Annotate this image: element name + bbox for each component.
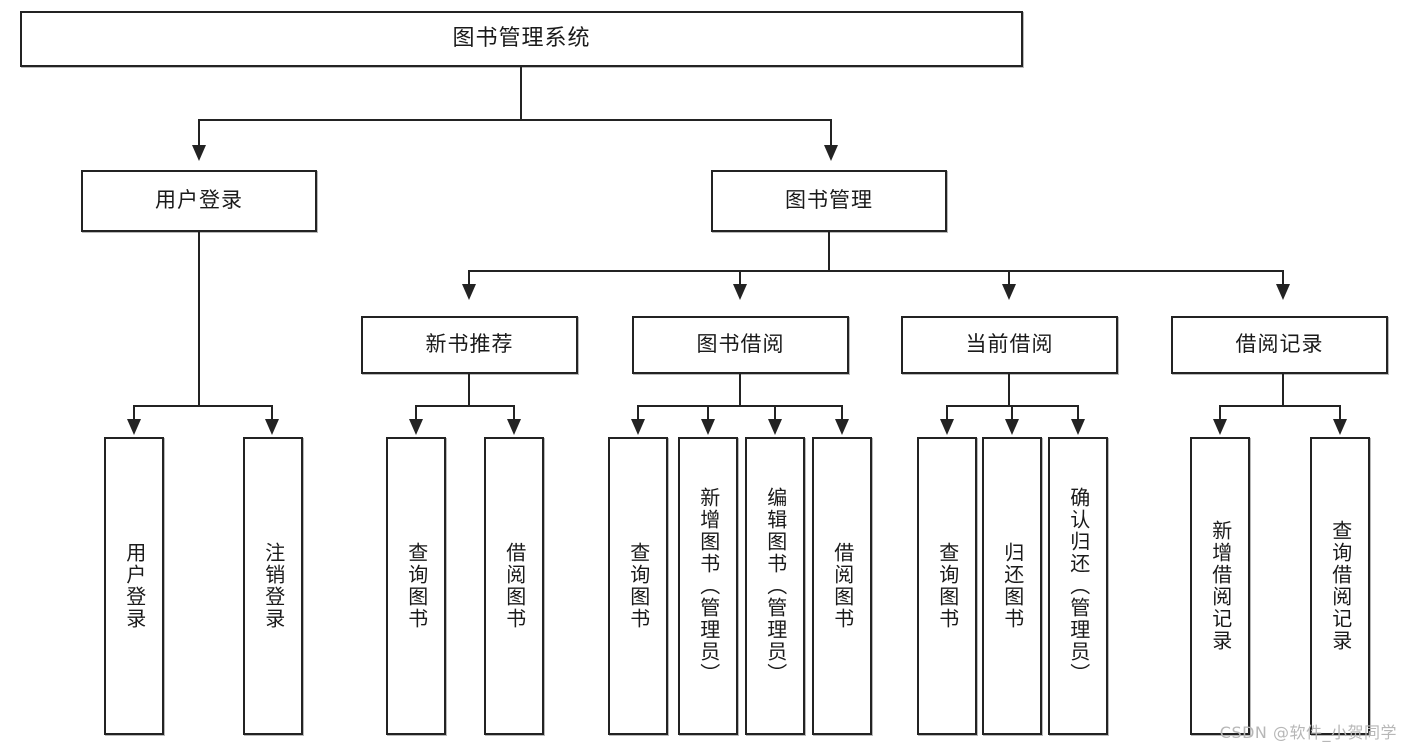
connector-book-management-bus	[468, 270, 1284, 272]
node-borrow-records[interactable]: 借阅记录	[1171, 316, 1388, 374]
arrow-to-book-borrow	[733, 284, 747, 300]
leaf-bb-edit-book-admin[interactable]: 编辑图书（管理员）	[745, 437, 805, 735]
connector-bm-drop-records	[1282, 270, 1284, 286]
arrow-to-cb-confirm-return	[1071, 419, 1085, 435]
connector-br-stem	[1282, 374, 1284, 406]
connector-root-stem	[520, 67, 522, 119]
leaf-br-add-record[interactable]: 新增借阅记录	[1190, 437, 1250, 735]
node-label: 注销登录	[261, 542, 286, 630]
leaf-nbr-borrow-book[interactable]: 借阅图书	[484, 437, 544, 735]
connector-nbr-stem	[468, 374, 470, 406]
connector-bb-drop-3	[774, 405, 776, 421]
node-new-book-recommend[interactable]: 新书推荐	[361, 316, 578, 374]
arrow-to-bb-query-book	[631, 419, 645, 435]
connector-cb-drop-2	[1011, 405, 1013, 421]
node-label: 查询图书	[626, 542, 651, 630]
arrow-to-br-query-record	[1333, 419, 1347, 435]
connector-nbr-bus	[415, 405, 514, 407]
node-label: 新书推荐	[425, 332, 514, 357]
node-label: 借阅图书	[830, 542, 855, 630]
node-label: 查询借阅记录	[1328, 520, 1353, 652]
arrow-to-leaf-user-login	[127, 419, 141, 435]
connector-bb-drop-4	[841, 405, 843, 421]
node-label: 归还图书	[1000, 542, 1025, 630]
connector-book-management-stem	[828, 232, 830, 271]
leaf-cb-confirm-return-admin[interactable]: 确认归还（管理员）	[1048, 437, 1108, 735]
connector-cb-stem	[1008, 374, 1010, 406]
arrow-to-bb-edit-book	[768, 419, 782, 435]
node-label: 新增借阅记录	[1208, 520, 1233, 652]
connector-nbr-drop-1	[415, 405, 417, 421]
leaf-user-login[interactable]: 用户登录	[104, 437, 164, 735]
node-label: 借阅记录	[1235, 332, 1324, 357]
connector-cb-drop-3	[1077, 405, 1079, 421]
connector-bb-stem	[739, 374, 741, 406]
connector-user-login-drop-2	[271, 405, 273, 421]
arrow-to-borrow-records	[1276, 284, 1290, 300]
arrow-to-user-login	[192, 145, 206, 161]
leaf-nbr-query-book[interactable]: 查询图书	[386, 437, 446, 735]
connector-bb-drop-2	[707, 405, 709, 421]
leaf-br-query-record[interactable]: 查询借阅记录	[1310, 437, 1370, 735]
csdn-watermark: CSDN @软件_小贺同学	[1219, 723, 1397, 742]
leaf-bb-add-book-admin[interactable]: 新增图书（管理员）	[678, 437, 738, 735]
node-user-login[interactable]: 用户登录	[81, 170, 317, 232]
node-label: 查询图书	[404, 542, 429, 630]
node-label: 图书管理系统	[452, 25, 591, 51]
connector-cb-drop-1	[946, 405, 948, 421]
node-label: 确认归还（管理员）	[1066, 487, 1091, 685]
arrow-to-cb-return-book	[1005, 419, 1019, 435]
connector-bm-drop-borrow	[739, 270, 741, 286]
leaf-logout-login[interactable]: 注销登录	[243, 437, 303, 735]
connector-br-drop-2	[1339, 405, 1341, 421]
leaf-bb-query-book[interactable]: 查询图书	[608, 437, 668, 735]
arrow-to-current-borrow	[1002, 284, 1016, 300]
node-label: 查询图书	[935, 542, 960, 630]
node-label: 用户登录	[122, 542, 147, 630]
node-label: 借阅图书	[502, 542, 527, 630]
leaf-cb-query-book[interactable]: 查询图书	[917, 437, 977, 735]
connector-br-drop-1	[1219, 405, 1221, 421]
connector-bm-drop-new-book	[468, 270, 470, 286]
node-root-book-management-system[interactable]: 图书管理系统	[20, 11, 1023, 67]
connector-root-bus	[198, 119, 832, 121]
connector-root-drop-book-management	[830, 119, 832, 147]
connector-user-login-bus	[133, 405, 272, 407]
node-label: 新增图书（管理员）	[696, 487, 721, 685]
connector-bb-bus	[637, 405, 842, 407]
node-book-management[interactable]: 图书管理	[711, 170, 947, 232]
arrow-to-cb-query-book	[940, 419, 954, 435]
node-label: 用户登录	[155, 188, 243, 213]
node-book-borrow[interactable]: 图书借阅	[632, 316, 849, 374]
arrow-to-bb-add-book	[701, 419, 715, 435]
arrow-to-nbr-borrow-book	[507, 419, 521, 435]
arrow-to-new-book-recommend	[462, 284, 476, 300]
arrow-to-nbr-query-book	[409, 419, 423, 435]
node-label: 当前借阅	[965, 332, 1054, 357]
node-label: 图书借阅	[696, 332, 785, 357]
node-current-borrow[interactable]: 当前借阅	[901, 316, 1118, 374]
arrow-to-bb-borrow-book	[835, 419, 849, 435]
arrow-to-book-management	[824, 145, 838, 161]
connector-nbr-drop-2	[513, 405, 515, 421]
connector-bm-drop-current	[1008, 270, 1010, 286]
leaf-cb-return-book[interactable]: 归还图书	[982, 437, 1042, 735]
connector-user-login-stem	[198, 232, 200, 407]
node-label: 图书管理	[785, 188, 873, 213]
connector-root-drop-user-login	[198, 119, 200, 147]
leaf-bb-borrow-book[interactable]: 借阅图书	[812, 437, 872, 735]
arrow-to-leaf-logout-login	[265, 419, 279, 435]
arrow-to-br-add-record	[1213, 419, 1227, 435]
connector-br-bus	[1219, 405, 1341, 407]
node-label: 编辑图书（管理员）	[763, 487, 788, 685]
connector-bb-drop-1	[637, 405, 639, 421]
connector-user-login-drop-1	[133, 405, 135, 421]
